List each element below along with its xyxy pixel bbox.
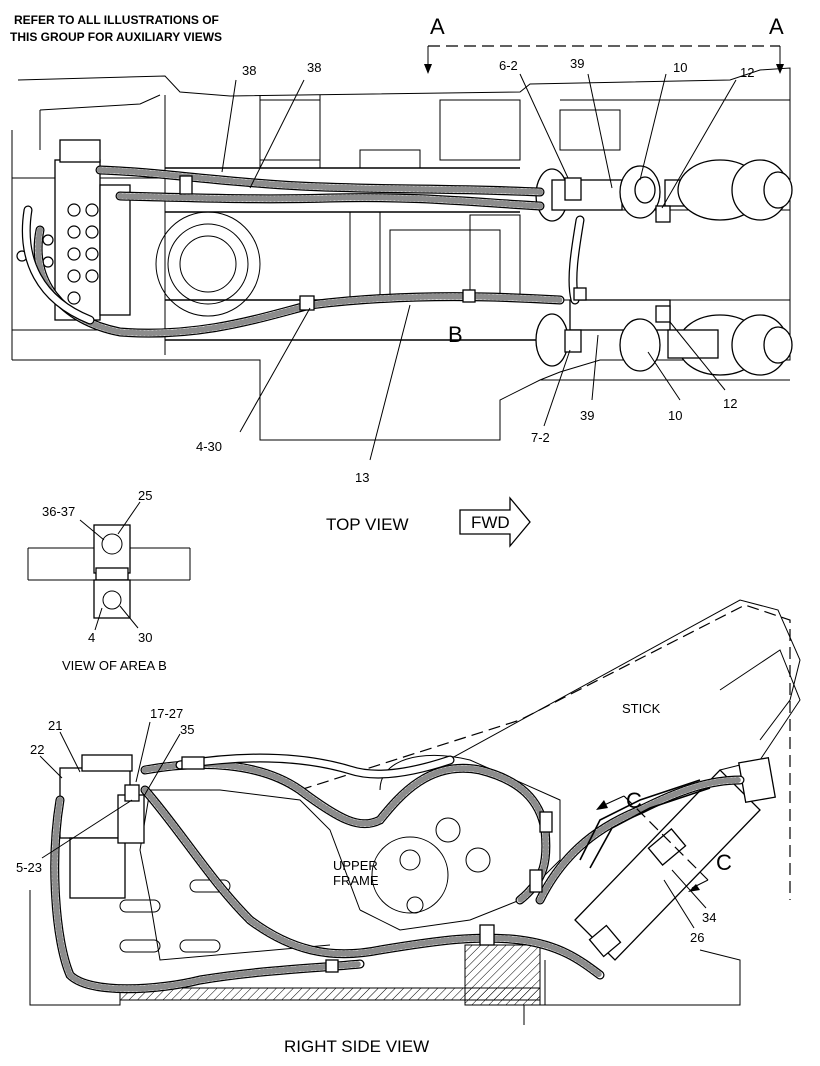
callout-10a: 10 bbox=[673, 60, 687, 75]
callout-30: 30 bbox=[138, 630, 152, 645]
callout-21: 21 bbox=[48, 718, 62, 733]
fwd-label: FWD bbox=[471, 513, 510, 532]
area-b-detail bbox=[27, 501, 191, 631]
area-b-label: B bbox=[448, 322, 463, 347]
upper-frame-label-2: FRAME bbox=[333, 873, 379, 888]
callout-13: 13 bbox=[355, 470, 369, 485]
callout-22: 22 bbox=[30, 742, 44, 757]
callout-17-27: 17-27 bbox=[150, 706, 183, 721]
callout-39a: 39 bbox=[570, 56, 584, 71]
callout-5-23: 5-23 bbox=[16, 860, 42, 875]
section-c-top-label: C bbox=[626, 788, 642, 813]
callout-25: 25 bbox=[138, 488, 152, 503]
upper-frame-label-1: UPPER bbox=[333, 858, 378, 873]
top-view-leaders bbox=[221, 73, 737, 461]
callout-12a: 12 bbox=[740, 65, 754, 80]
callout-34: 34 bbox=[702, 910, 716, 925]
right-side-view-leaders bbox=[39, 721, 707, 929]
callout-12b: 12 bbox=[723, 396, 737, 411]
callout-6-2: 6-2 bbox=[499, 58, 518, 73]
callout-7-2: 7-2 bbox=[531, 430, 550, 445]
callout-35: 35 bbox=[180, 722, 194, 737]
callout-26: 26 bbox=[690, 930, 704, 945]
area-b-title: VIEW OF AREA B bbox=[62, 658, 167, 673]
top-view-title: TOP VIEW bbox=[326, 515, 409, 534]
callout-36-37: 36-37 bbox=[42, 504, 75, 519]
callout-39b: 39 bbox=[580, 408, 594, 423]
right-side-view-drawing bbox=[29, 599, 801, 1025]
callout-4-30: 4-30 bbox=[196, 439, 222, 454]
section-a-right-label: A bbox=[769, 14, 784, 39]
fwd-arrow-icon: FWD bbox=[459, 496, 531, 548]
note-line-1: REFER TO ALL ILLUSTRATIONS OF bbox=[14, 13, 219, 27]
note-line-2: THIS GROUP FOR AUXILIARY VIEWS bbox=[10, 30, 222, 44]
callout-4: 4 bbox=[88, 630, 95, 645]
stick-label: STICK bbox=[622, 701, 661, 716]
callout-38a: 38 bbox=[242, 63, 256, 78]
callout-10b: 10 bbox=[668, 408, 682, 423]
section-c-bottom-label: C bbox=[716, 850, 732, 875]
section-a-left-label: A bbox=[430, 14, 445, 39]
right-side-view-title: RIGHT SIDE VIEW bbox=[284, 1037, 429, 1056]
section-c-indicator: C C bbox=[596, 788, 732, 892]
section-a-indicator: A A bbox=[424, 14, 784, 74]
callout-38b: 38 bbox=[307, 60, 321, 75]
top-view-drawing: B bbox=[11, 67, 793, 441]
